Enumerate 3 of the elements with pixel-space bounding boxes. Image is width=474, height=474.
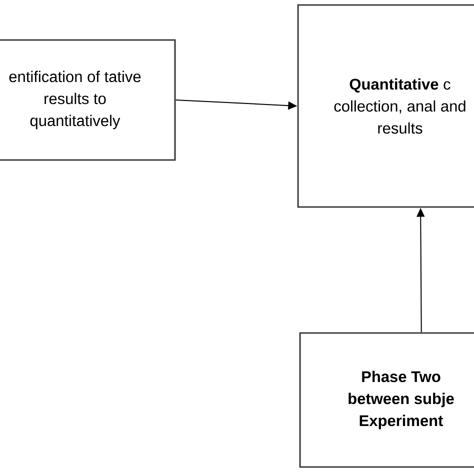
text-box: Phase Two between subje Experiment [299, 332, 474, 468]
text-box: entification of tative results to quantitatively [0, 39, 176, 161]
text-box: Quantitative c collection, anal and results [297, 4, 474, 208]
